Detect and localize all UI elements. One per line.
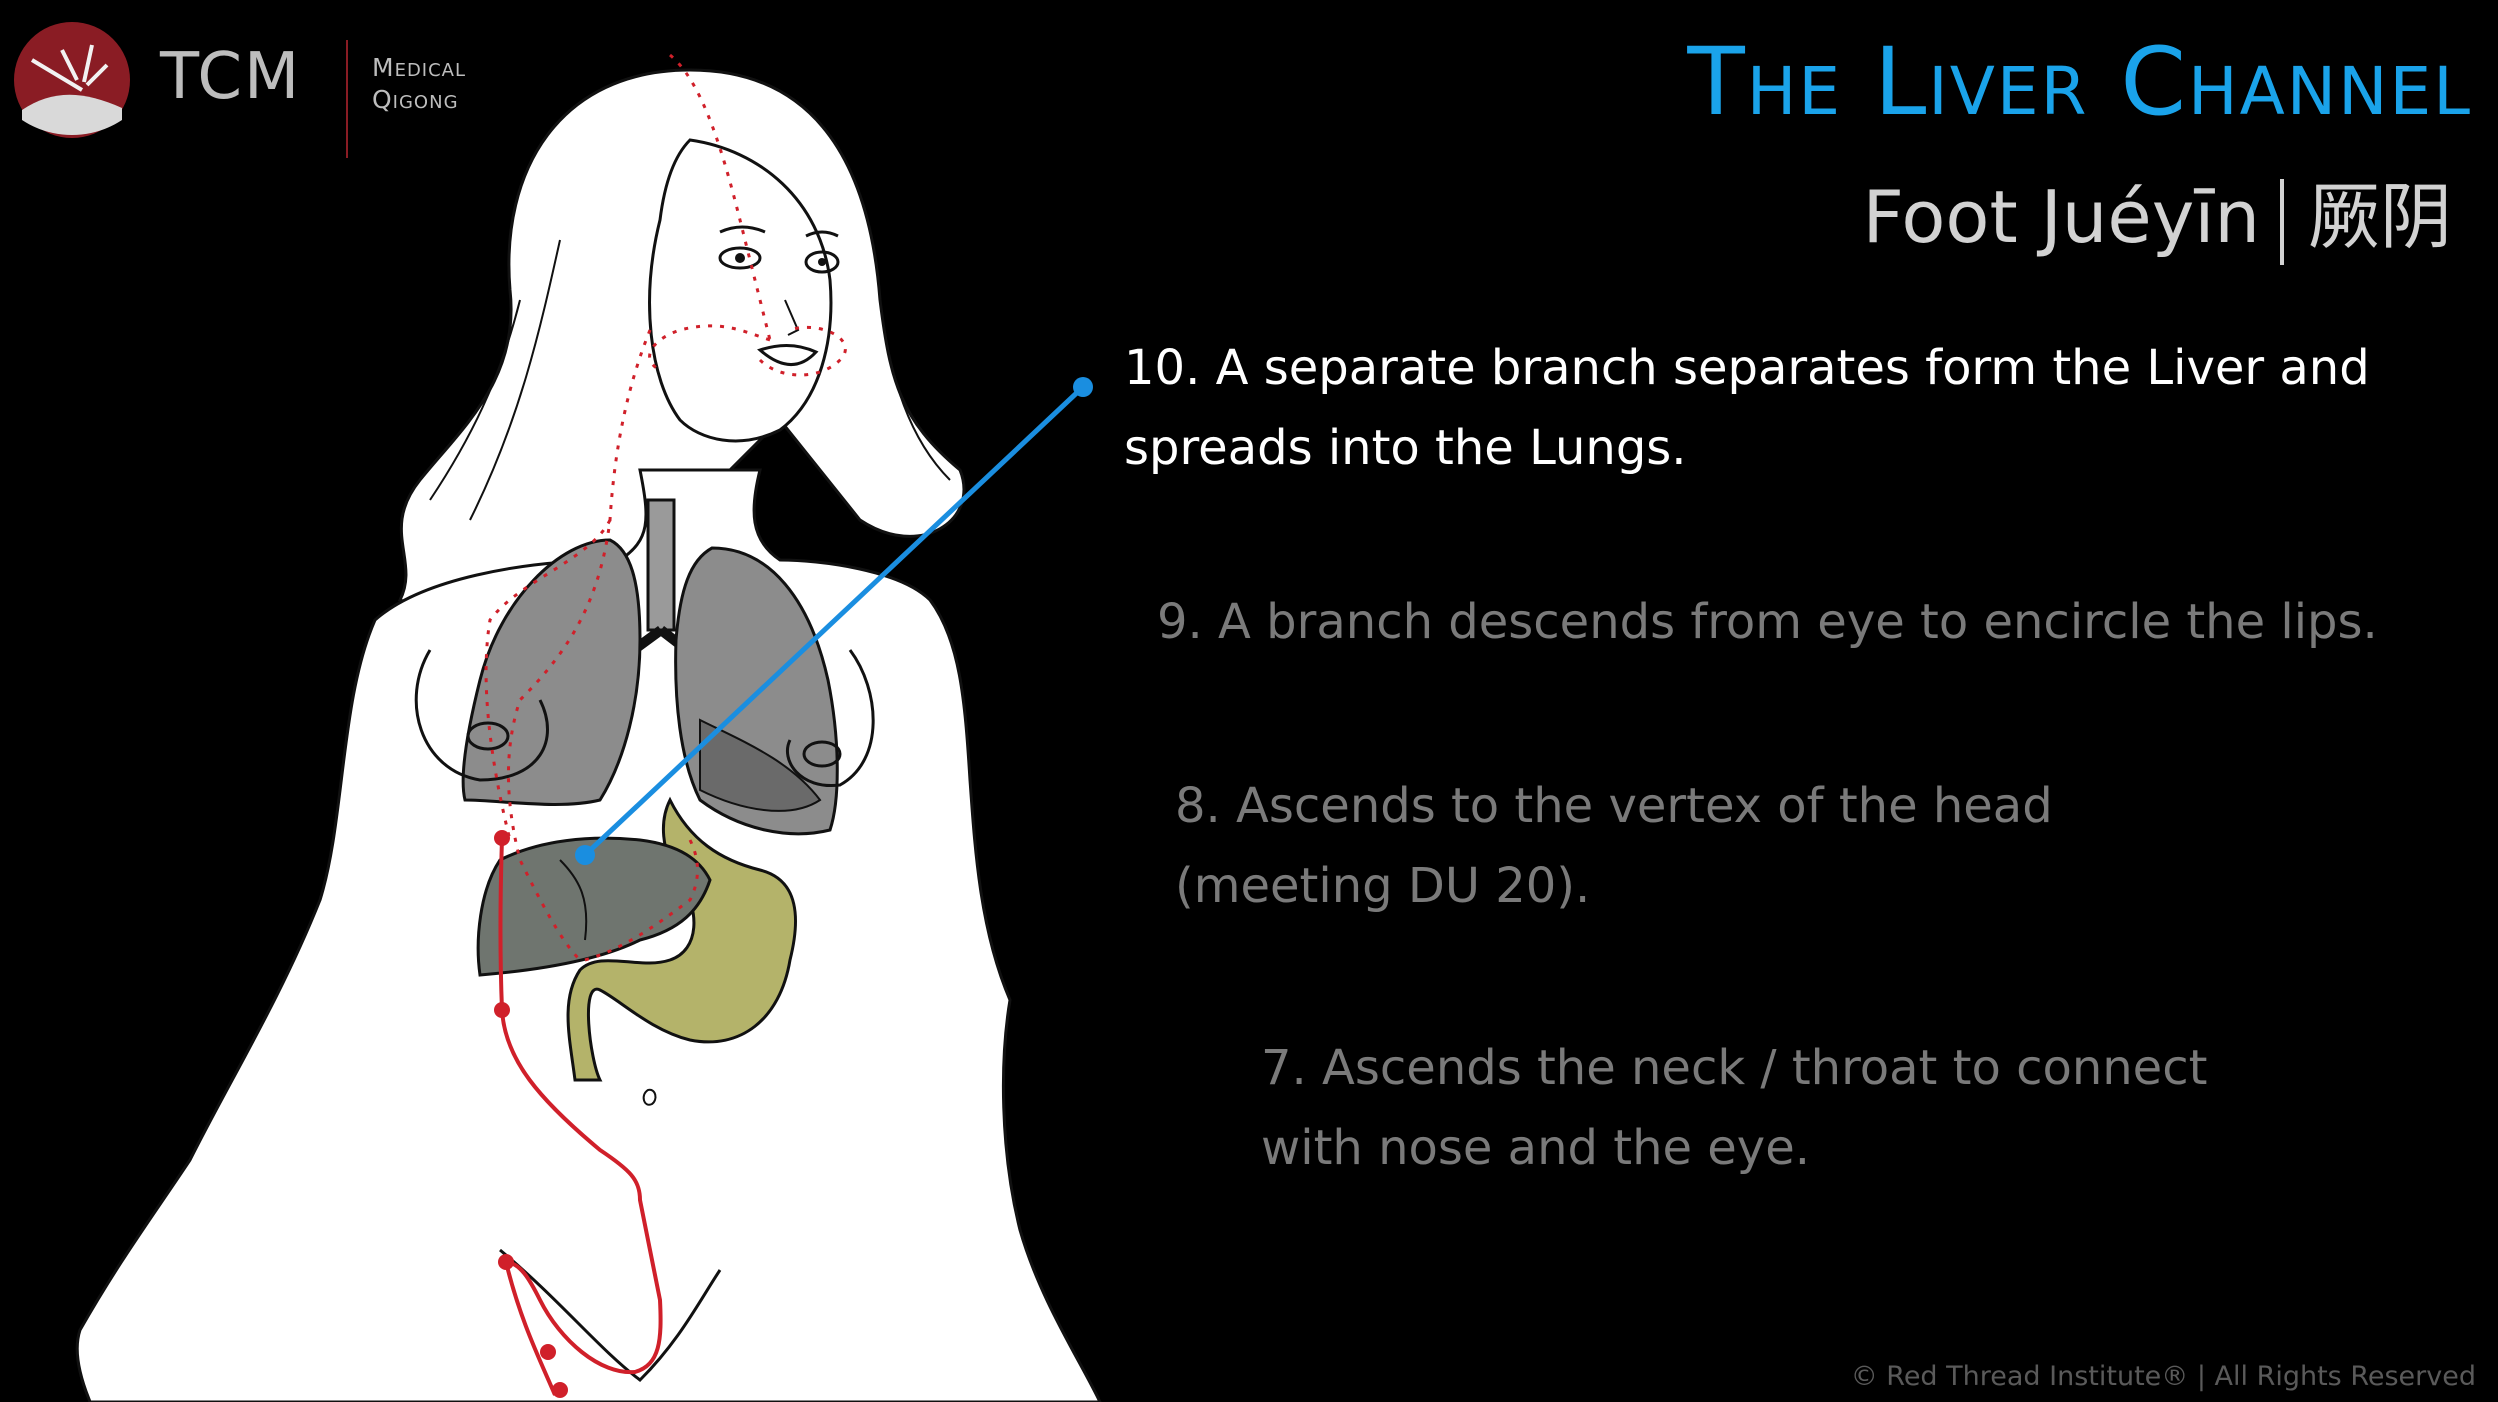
- liver-channel-path: [498, 837, 663, 1375]
- logo-divider: [346, 40, 348, 158]
- step-10-text: 10. A separate branch separates form the…: [1124, 340, 2370, 476]
- subtitle: Foot Juéyīn 厥阴: [1862, 158, 2452, 266]
- subtitle-divider: [2279, 179, 2284, 266]
- callout-line: [583, 385, 1085, 857]
- subtitle-chinese: 厥阴: [2307, 175, 2452, 259]
- copyright-footer: © Red Thread Institute® | All Rights Res…: [1850, 1361, 2476, 1392]
- step-9-text: 9. A branch descends from eye to encircl…: [1157, 594, 2378, 650]
- logo-sub-line2: Qigong: [372, 85, 459, 114]
- stomach: [566, 796, 798, 1082]
- page-title: The Liver Channel: [1687, 28, 2472, 137]
- liver: [476, 836, 712, 977]
- step-7-text: 7. Ascends the neck / throat to connect …: [1261, 1040, 2208, 1176]
- step-8-text: 8. Ascends to the vertex of the head (me…: [1175, 778, 2053, 914]
- logo-emblem-icon: [14, 22, 130, 138]
- subtitle-pinyin: Foot Juéyīn: [1862, 175, 2260, 259]
- logo-sub-line1: Medical: [372, 53, 467, 82]
- logo-subtext: Medical Qigong: [372, 52, 466, 116]
- callout-start-dot: [575, 845, 595, 865]
- logo: TCM Medical Qigong: [12, 20, 492, 158]
- callout-end-dot: [1073, 377, 1093, 397]
- face: [648, 138, 833, 443]
- logo-text: TCM: [160, 40, 302, 114]
